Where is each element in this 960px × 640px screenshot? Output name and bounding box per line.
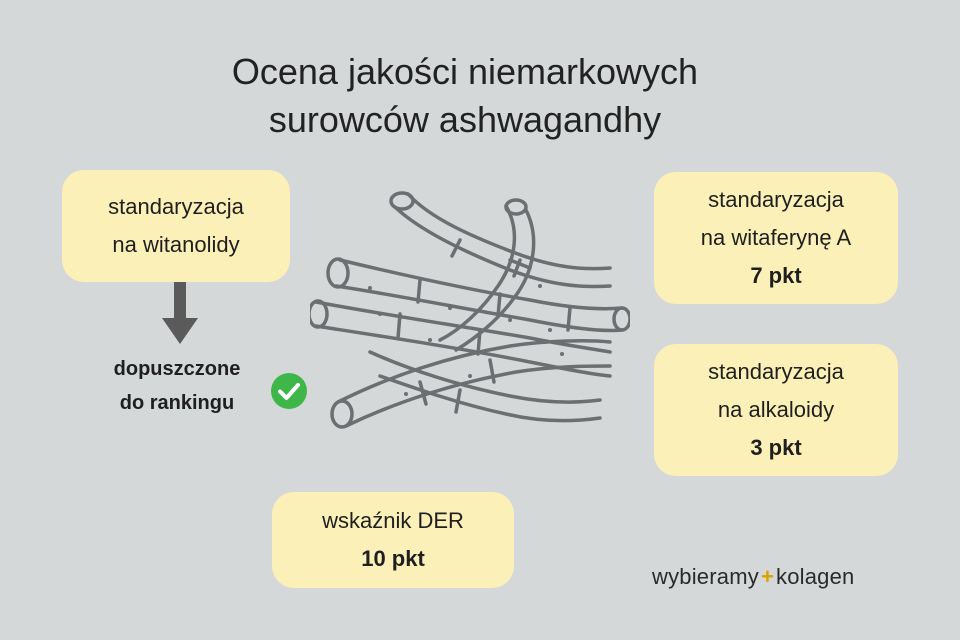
box-der-points: 10 pkt bbox=[361, 546, 425, 571]
box-der-line-1: wskaźnik DER bbox=[322, 508, 464, 533]
box-witanolidy: standaryzacja na witanolidy bbox=[62, 170, 290, 282]
ashwagandha-roots-illustration bbox=[310, 191, 630, 429]
check-circle-icon bbox=[271, 373, 307, 409]
title-line-2: surowców ashwagandhy bbox=[268, 99, 662, 140]
box-witaferyna: standaryzacja na witaferynę A 7 pkt bbox=[654, 172, 898, 304]
box-witanolidy-line-2: na witanolidy bbox=[112, 232, 240, 257]
accepted-line-2: do rankingu bbox=[119, 392, 235, 414]
box-witaferyna-line-1: standaryzacja bbox=[708, 187, 844, 212]
box-alkaloidy-line-1: standaryzacja bbox=[708, 359, 844, 384]
box-witaferyna-points: 7 pkt bbox=[750, 263, 802, 288]
box-der: wskaźnik DER 10 pkt bbox=[272, 492, 514, 588]
box-alkaloidy-line-2: na alkaloidy bbox=[717, 397, 835, 422]
title-line-1: Ocena jakości niemarkowych bbox=[231, 51, 699, 92]
page-title: Ocena jakości niemarkowych surowców ashw… bbox=[130, 48, 800, 144]
brand-part-1: wybieramy bbox=[652, 564, 759, 589]
box-alkaloidy: standaryzacja na alkaloidy 3 pkt bbox=[654, 344, 898, 476]
brand-logo: wybieramy+kolagen bbox=[652, 564, 854, 590]
box-witaferyna-line-2: na witaferynę A bbox=[700, 225, 852, 250]
down-arrow-icon bbox=[162, 282, 198, 344]
accepted-label: dopuszczone do rankingu bbox=[82, 352, 272, 420]
box-alkaloidy-points: 3 pkt bbox=[750, 435, 802, 460]
brand-part-2: kolagen bbox=[776, 564, 855, 589]
brand-mark: + bbox=[760, 564, 774, 589]
accepted-line-1: dopuszczone bbox=[113, 358, 241, 380]
box-witanolidy-line-1: standaryzacja bbox=[108, 194, 244, 219]
